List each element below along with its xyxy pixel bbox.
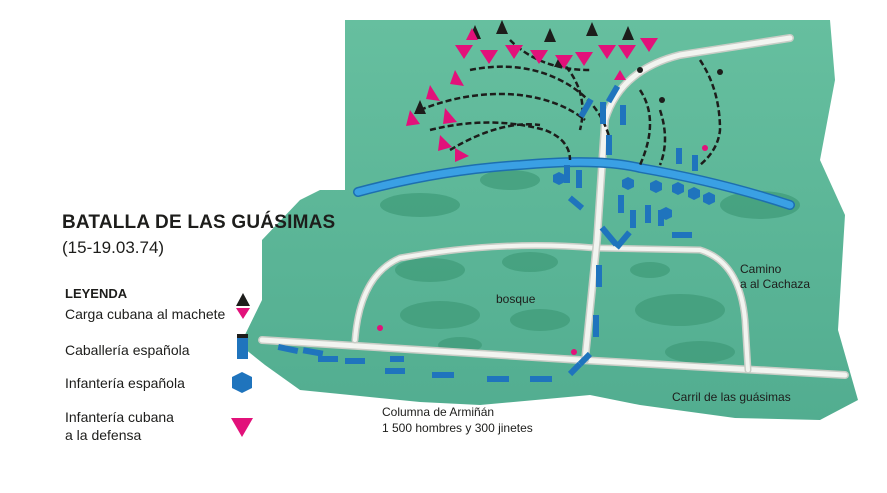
pink-triangle-icon [231,418,253,437]
spanish-infantry-units [553,172,715,220]
legend-heading: LEYENDA [65,286,128,301]
blue-hexagon-icon [232,372,252,393]
label-columna-line1: Columna de Armiñán [382,405,495,419]
legend-item-infantry: Infantería española [65,375,185,391]
legend-symbols [231,293,253,437]
label-camino-line1: Camino [740,262,782,276]
legend-item-cuban-defense-line2: a la defensa [65,427,142,443]
map-dates: (15-19.03.74) [62,238,165,257]
label-bosque: bosque [496,292,536,306]
label-carril: Carril de las guásimas [672,390,791,404]
blue-bar-icon [237,337,248,359]
legend-item-machete: Carga cubana al machete [65,306,226,322]
map-title: BATALLA DE LAS GUÁSIMAS [62,212,336,233]
legend-item-cuban-defense: Infantería cubana [65,409,174,425]
cuban-small-markers [377,67,723,355]
spanish-cavalry-units [277,84,698,382]
black-pink-arrow-icon [236,293,250,306]
forest-area [240,20,858,420]
legend-item-cavalry: Caballería española [65,342,190,358]
cuban-defense-triangles [406,28,658,162]
label-columna-line2: 1 500 hombres y 300 jinetes [382,421,533,435]
label-camino-line2: a al Cachaza [740,277,811,291]
river [353,157,795,210]
cuban-charge-paths [419,39,722,166]
